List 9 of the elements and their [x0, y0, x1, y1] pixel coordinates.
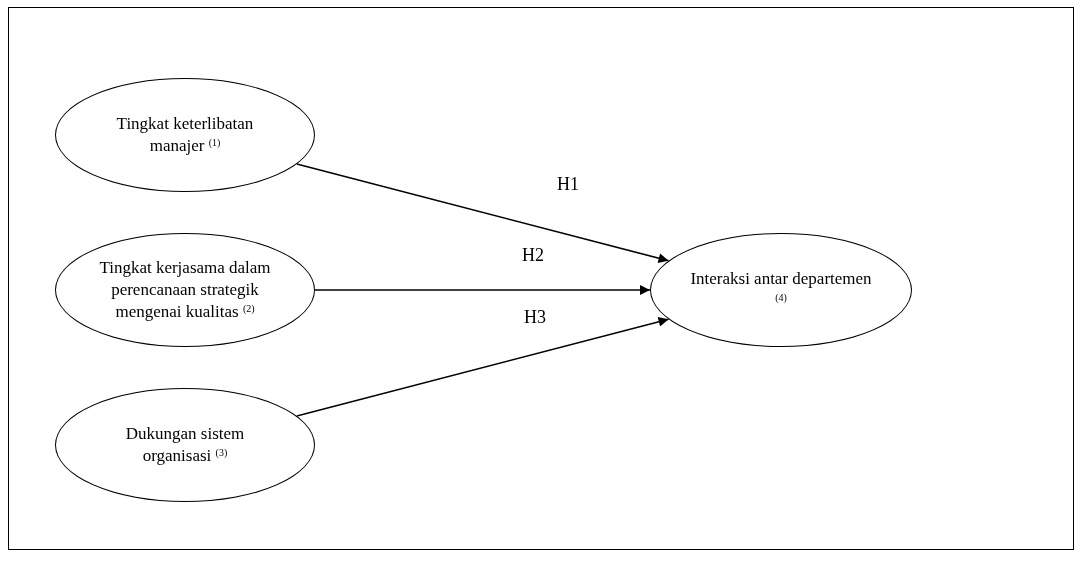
node-label: Tingkat keterlibatan manajer $^{(1)}$ — [115, 112, 255, 157]
node-label: Dukungan sistem organisasi $^{(3)}$ — [124, 422, 246, 467]
arrow — [296, 163, 670, 264]
node-label: Tingkat kerjasama dalam perencanaan strategik mengenai kualitas $^{(2)}$ — [98, 256, 272, 324]
edge-label: H3 — [522, 308, 548, 326]
arrow — [314, 285, 651, 295]
edge-label: H1 — [555, 175, 581, 193]
edge-label: H2 — [520, 246, 546, 264]
arrow — [296, 316, 670, 417]
